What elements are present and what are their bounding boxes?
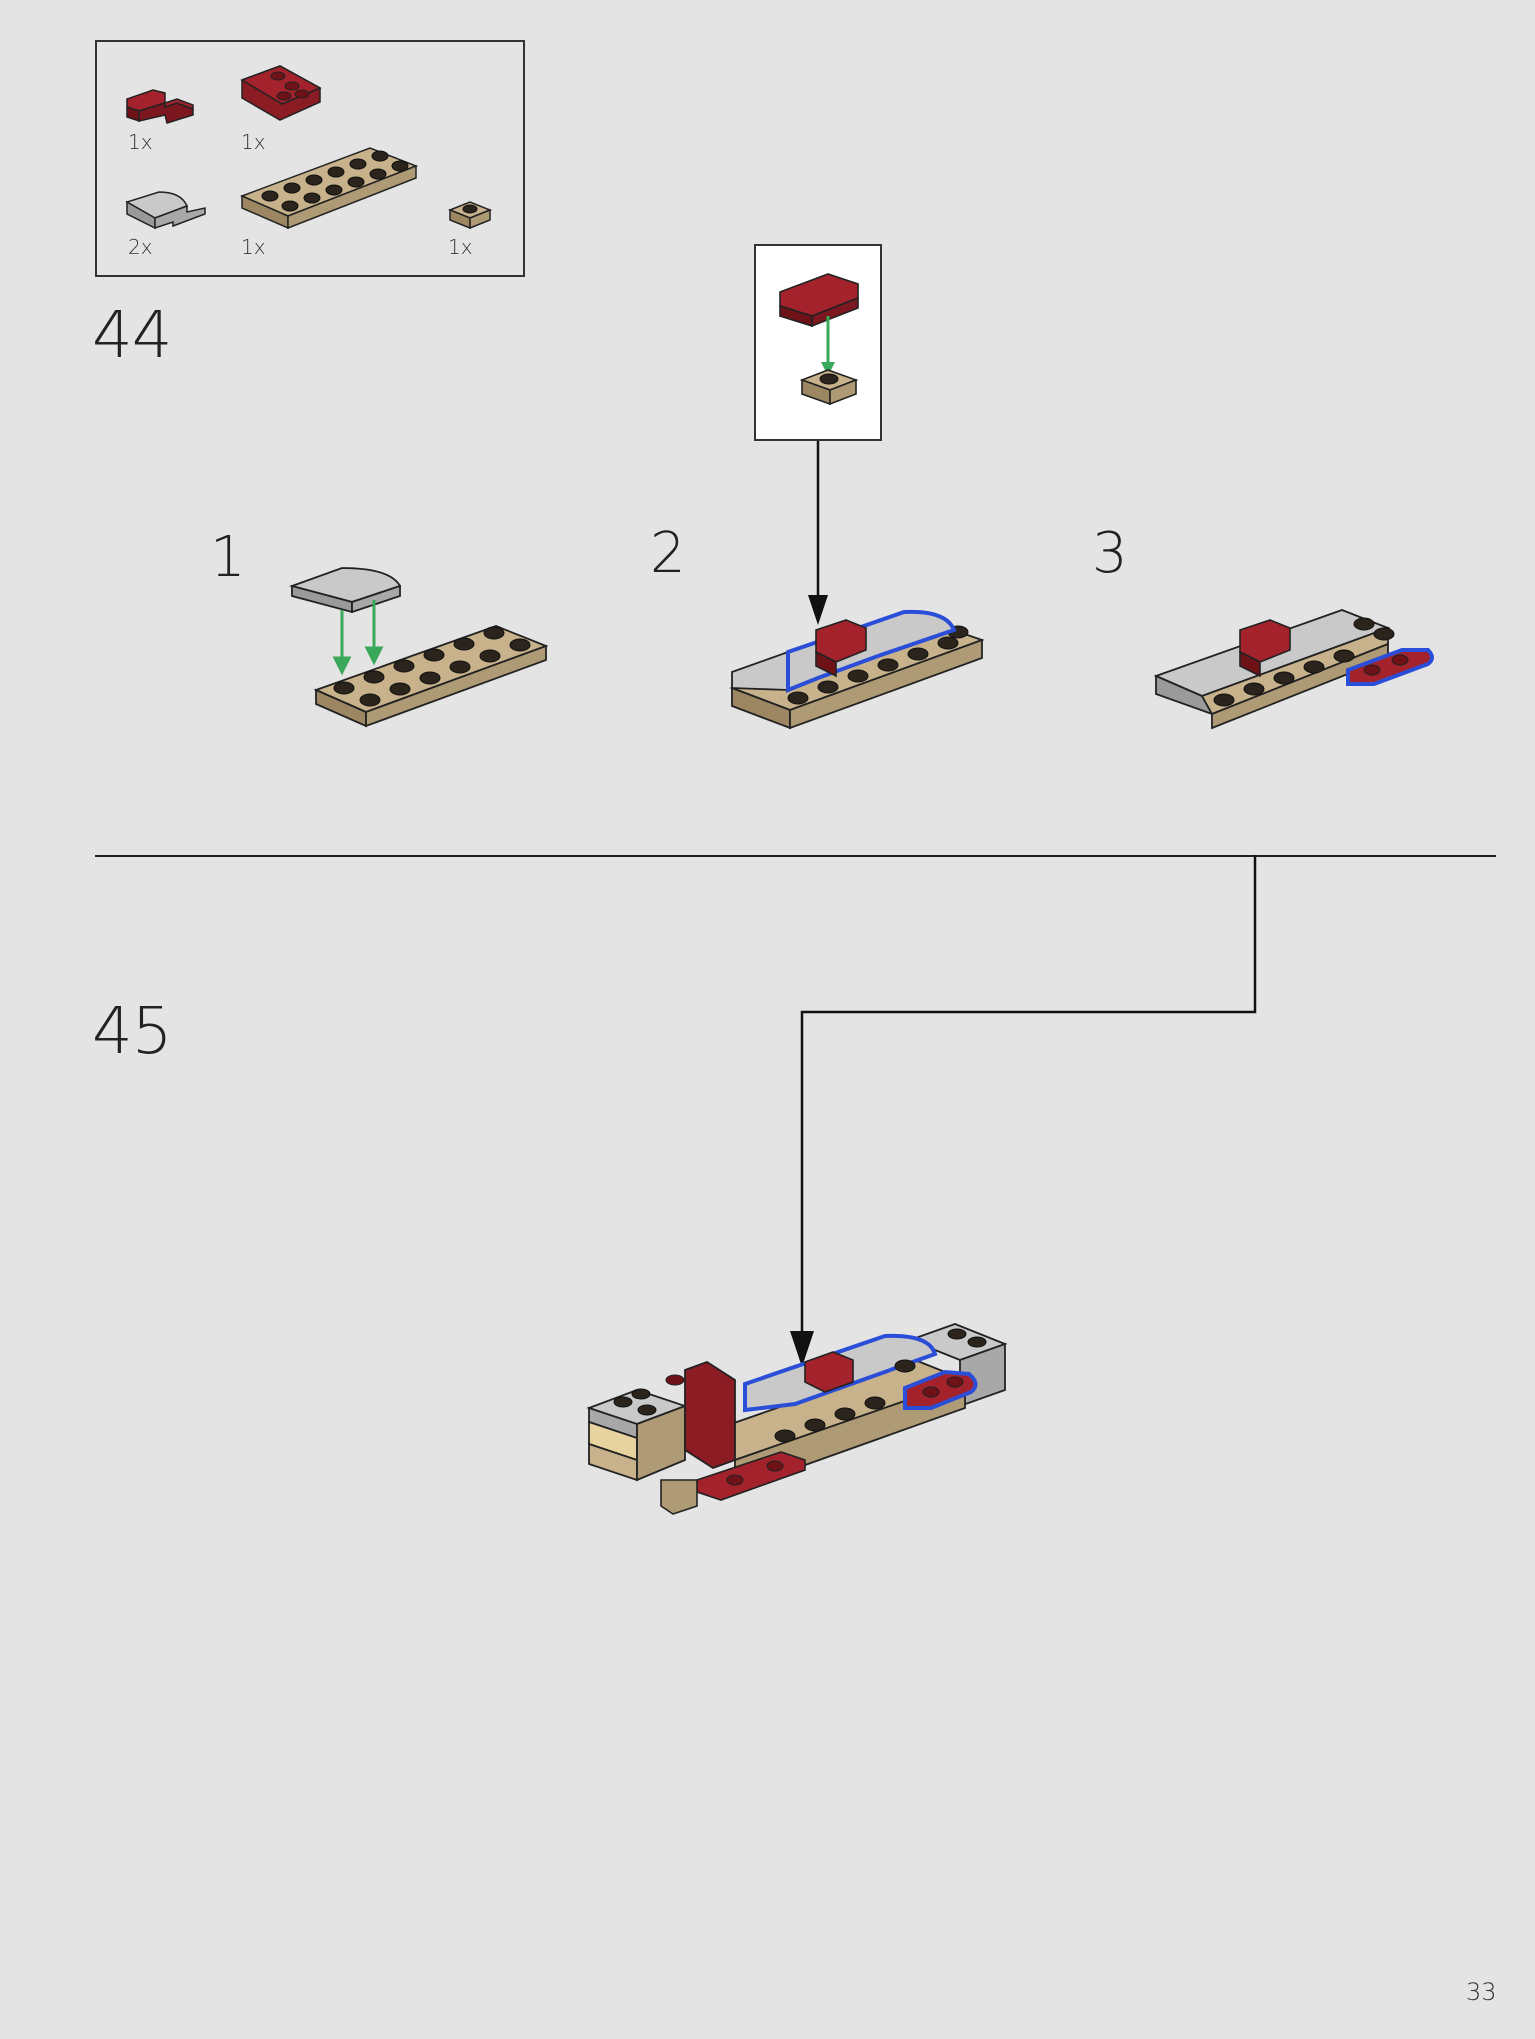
- substep-number-2: 2: [650, 521, 686, 586]
- part-quantity: 1x: [241, 130, 266, 154]
- tan-plate-1x1-icon: [447, 201, 493, 230]
- step-number-44: 44: [92, 299, 172, 373]
- gray-curved-slope-icon: [125, 191, 206, 230]
- part-quantity: 1x: [448, 235, 473, 259]
- substep-number-3: 3: [1092, 521, 1128, 586]
- substep-2-illustration: [729, 609, 985, 730]
- callout-illustration: [779, 273, 859, 406]
- substep-2-callout: [754, 244, 882, 441]
- substep-1-illustration: [288, 567, 549, 728]
- step-number-45: 45: [92, 995, 172, 1069]
- part-quantity: 1x: [128, 130, 153, 154]
- tan-plate-2x6-icon: [240, 147, 419, 230]
- page-number: 33: [1466, 1978, 1497, 2006]
- step-45-assembly-illustration: [586, 1323, 1008, 1515]
- parts-list-box: [95, 40, 525, 277]
- dark-red-wedge-plate-icon: [240, 65, 322, 121]
- step-divider: [95, 855, 1496, 857]
- step-connector-arrow: [790, 855, 1257, 1367]
- part-quantity: 2x: [128, 235, 153, 259]
- part-quantity: 1x: [241, 235, 266, 259]
- substep-number-1: 1: [210, 525, 246, 590]
- substep-3-illustration: [1153, 609, 1434, 730]
- substep-2-arrow: [808, 441, 828, 625]
- dark-red-slope-icon: [126, 89, 194, 124]
